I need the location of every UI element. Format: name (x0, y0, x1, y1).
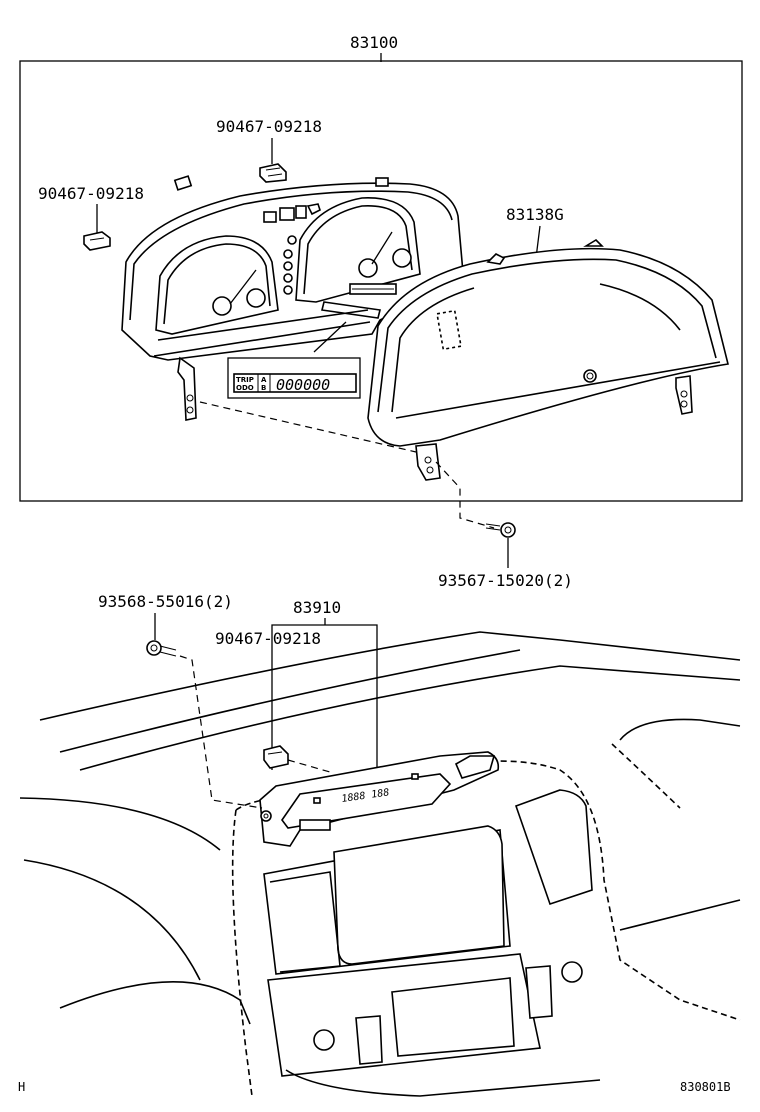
fastener-path-upper (199, 401, 495, 529)
label-83138g: 83138G (506, 205, 564, 224)
label-83100: 83100 (350, 33, 398, 52)
clip-top (259, 163, 287, 183)
label-clip-left: 90467-09218 (38, 184, 144, 203)
screw-right (485, 522, 516, 538)
trip-text: TRIP (236, 376, 254, 384)
footer-code: 830801B (680, 1080, 731, 1094)
trip-a-text: A (261, 376, 267, 384)
clock-clip (263, 745, 289, 769)
trip-b-text: B (261, 384, 266, 392)
label-clock-clip: 90467-09218 (215, 629, 321, 648)
odometer-callout (227, 357, 361, 399)
label-screw-right: 93567-15020(2) (438, 571, 573, 590)
clip-left (83, 231, 111, 251)
odo-text: ODO (236, 384, 254, 392)
odometer-display: TRIP ODO A B 000000 (233, 373, 357, 394)
odometer-leader (313, 321, 347, 353)
footer-left: H (18, 1080, 25, 1094)
odometer-digits: 000000 (276, 376, 330, 394)
assembly-box (19, 60, 743, 502)
screw-left (146, 640, 177, 657)
label-screw-left: 93568-55016(2) (98, 592, 233, 611)
label-83910: 83910 (293, 598, 341, 617)
clock-unit: 1888 188 (259, 751, 500, 847)
label-clip-top: 90467-09218 (216, 117, 322, 136)
dashboard (19, 631, 741, 1097)
fastener-path-lower (179, 655, 263, 809)
combination-meter (121, 175, 465, 421)
clock-clip-path (287, 759, 331, 773)
meter-glass (367, 238, 729, 481)
